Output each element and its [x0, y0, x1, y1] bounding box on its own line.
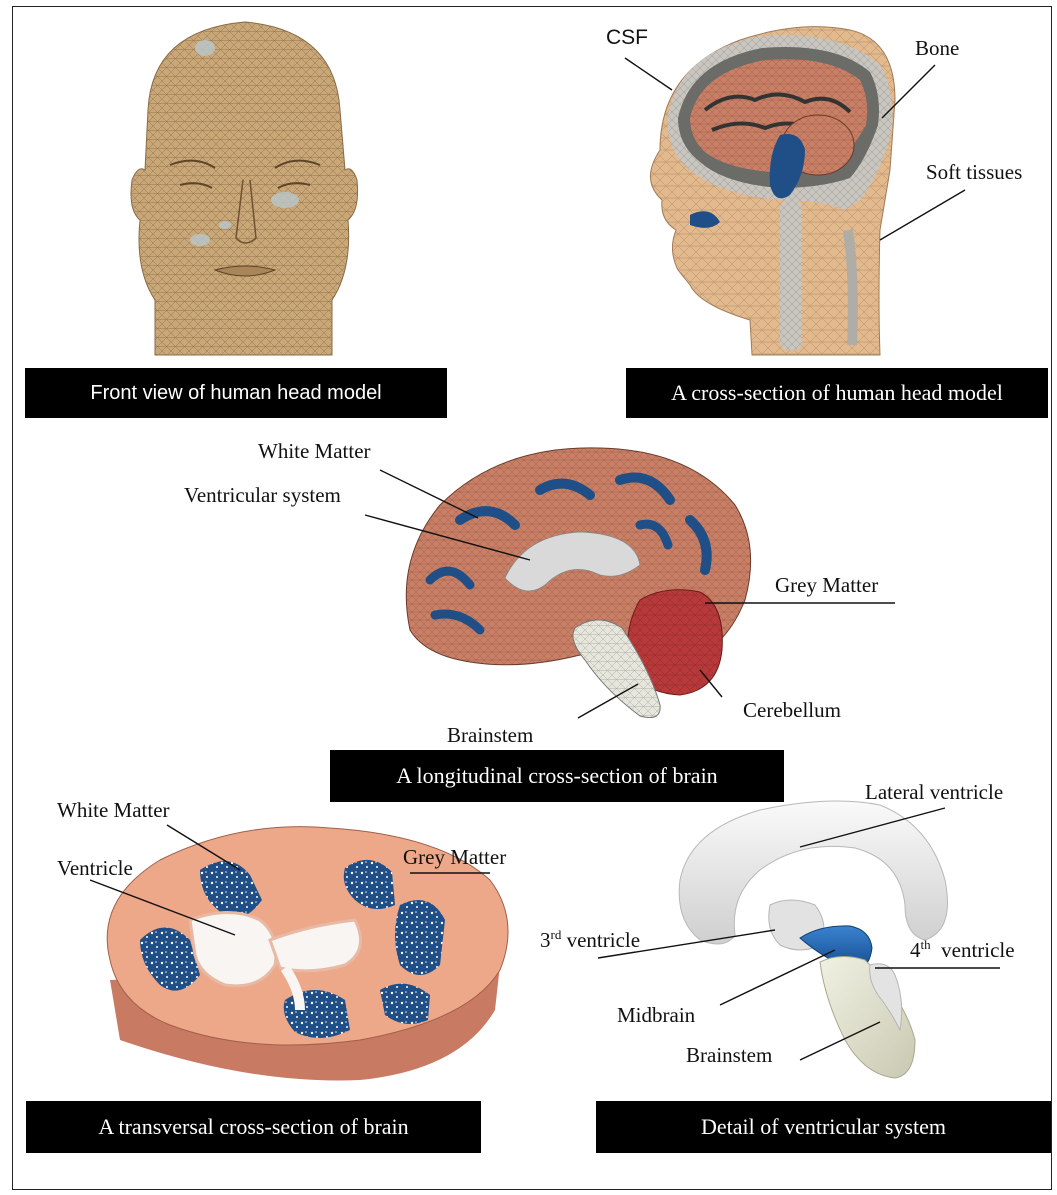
fourth-ventricle-superscript: th — [921, 937, 931, 952]
label-fourth-ventricle: 4th ventricle — [910, 938, 1015, 963]
caption-transversal: A transversal cross-section of brain — [26, 1101, 481, 1153]
soft-tissues-leader-line — [880, 190, 965, 240]
label-lateral-ventricle: Lateral ventricle — [865, 780, 1003, 805]
label-grey-matter-longitudinal: Grey Matter — [775, 573, 878, 598]
midbrain-leader-line — [720, 950, 835, 1005]
caption-head-cross-section: A cross-section of human head model — [626, 368, 1048, 418]
front-view-head-model — [131, 22, 358, 355]
third-ventricle-text: ventricle — [561, 928, 640, 952]
third-ventricle-number: 3 — [540, 928, 551, 952]
csf-leader-line — [625, 58, 672, 90]
caption-front-view: Front view of human head model — [25, 368, 447, 418]
third-ventricle-superscript: rd — [551, 927, 562, 942]
label-midbrain: Midbrain — [617, 1003, 695, 1028]
label-ventricular-system: Ventricular system — [184, 483, 341, 508]
label-cerebellum: Cerebellum — [743, 698, 841, 723]
label-bone: Bone — [915, 36, 959, 61]
label-soft-tissues: Soft tissues — [926, 160, 1022, 185]
fourth-ventricle-number: 4 — [910, 938, 921, 962]
label-third-ventricle: 3rd ventricle — [540, 928, 640, 953]
caption-longitudinal: A longitudinal cross-section of brain — [330, 750, 784, 802]
head-cross-section-model — [650, 27, 895, 355]
label-white-matter-transversal: White Matter — [57, 798, 170, 823]
caption-ventricular-detail: Detail of ventricular system — [596, 1101, 1051, 1153]
label-white-matter-longitudinal: White Matter — [258, 439, 371, 464]
longitudinal-brain-model — [406, 448, 750, 718]
label-brainstem-longitudinal: Brainstem — [447, 723, 533, 748]
label-csf: CSF — [606, 26, 648, 50]
label-brainstem-detail: Brainstem — [686, 1043, 772, 1068]
label-grey-matter-transversal: Grey Matter — [403, 845, 506, 870]
fourth-ventricle-text: ventricle — [931, 938, 1015, 962]
label-ventricle: Ventricle — [57, 856, 133, 881]
